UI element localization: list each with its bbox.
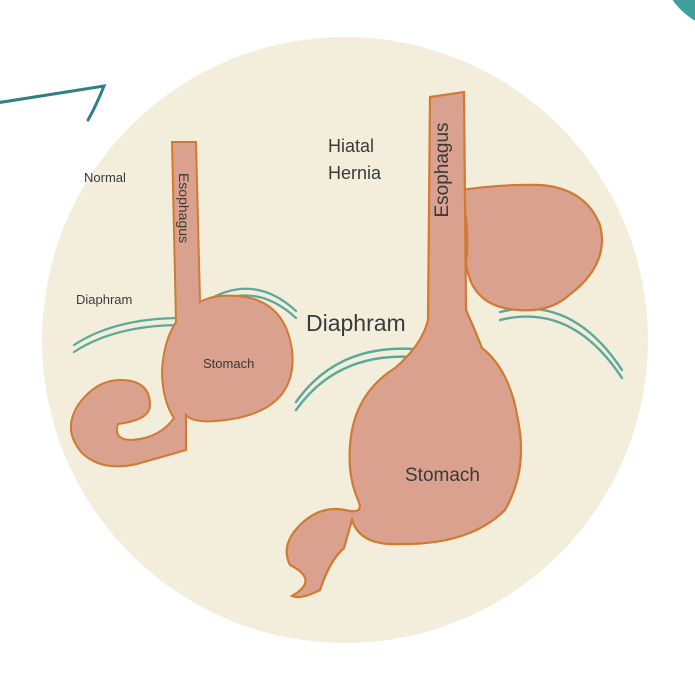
hernia-stomach-label: Stomach xyxy=(405,465,480,486)
normal-label: Normal xyxy=(84,170,126,185)
normal-diaphragm-label: Diaphram xyxy=(76,292,132,307)
corner-accent-circle xyxy=(660,0,695,30)
hernia-diaphragm-label: Diaphram xyxy=(306,310,406,336)
normal-esophagus-label: Esophagus xyxy=(176,173,192,243)
decorative-stroke xyxy=(0,86,104,120)
hernia-label-line2: Hernia xyxy=(328,163,382,183)
normal-stomach-label: Stomach xyxy=(203,356,254,371)
hernia-label-line1: Hiatal xyxy=(328,136,374,156)
background-circle xyxy=(42,37,648,643)
hernia-esophagus-label: Esophagus xyxy=(432,122,453,217)
